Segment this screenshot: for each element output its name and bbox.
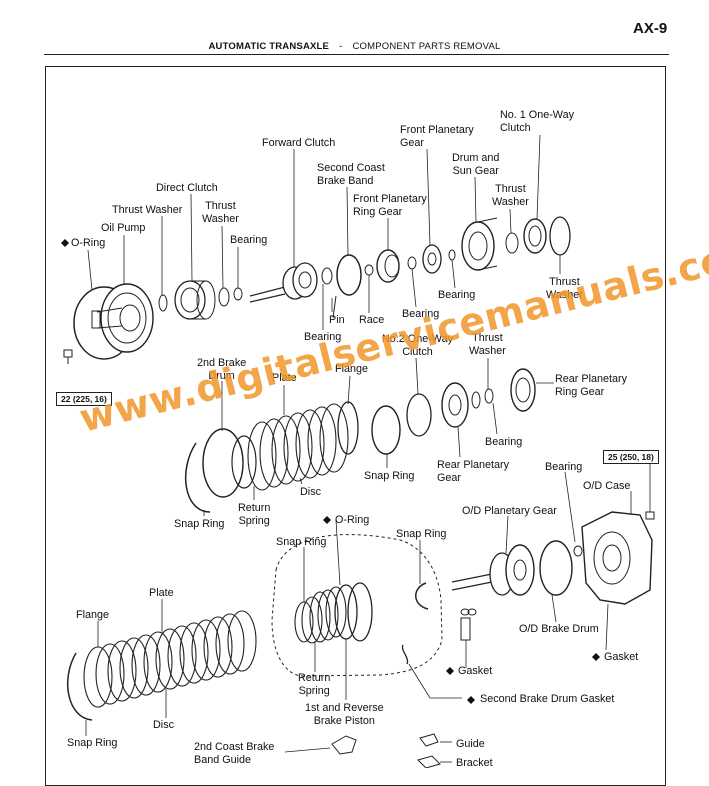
label-bearing-6: Bearing (545, 461, 583, 473)
label-thrust-washer-4: Thrust Washer (546, 276, 583, 301)
label-bearing-4: Bearing (438, 289, 476, 301)
label-snap-ring-1: Snap Ring (364, 470, 415, 482)
label-od-brake-drum: O/D Brake Drum (519, 623, 599, 635)
torque-spec-25: 25 (250, 18) (603, 450, 659, 464)
label-second-coast-brake-band: Second Coast Brake Band (317, 162, 385, 187)
label-plate-1: Plate (272, 372, 297, 384)
label-rear-planetary-gear: Rear Planetary Gear (437, 459, 510, 484)
page-header: AUTOMATIC TRANSAXLE-COMPONENT PARTS REMO… (0, 41, 709, 52)
label-snap-ring-2: Snap Ring (174, 518, 225, 530)
section-title: AUTOMATIC TRANSAXLE (208, 41, 330, 52)
label-snap-ring-4: Snap Ring (396, 528, 447, 540)
label-o-ring-mid: O-Ring (335, 514, 370, 526)
forward-clutch-part (249, 262, 318, 303)
label-no2-one-way-clutch: No.2 One-Way Clutch (382, 333, 454, 358)
label-o-ring-top: O-Ring (71, 237, 106, 249)
oil-pump-part (91, 283, 154, 353)
label-front-planetary-gear: Front Planetary Gear (400, 124, 474, 149)
label-second-coast-band-guide: 2nd Coast Brake Band Guide (194, 741, 275, 766)
label-second-brake-drum-gasket: Second Brake Drum Gasket (480, 693, 615, 705)
od-planetary-gear-part (451, 544, 535, 596)
label-rear-planetary-ring-gear: Rear Planetary Ring Gear (555, 373, 628, 398)
label-flange-1: Flange (335, 363, 369, 375)
label-return-spring-1: Return Spring (238, 502, 271, 527)
label-no1-one-way-clutch: No. 1 One-Way Clutch (500, 109, 575, 134)
brake-pack-center (294, 582, 373, 644)
label-bracket: Bracket (456, 757, 493, 769)
label-bearing-1: Bearing (230, 234, 268, 246)
label-guide: Guide (456, 738, 485, 750)
brake-pack-upper (247, 403, 349, 491)
label-pin: Pin (329, 314, 345, 326)
brake-pack-lower (83, 610, 257, 708)
label-direct-clutch: Direct Clutch (156, 182, 218, 194)
label-bearing-3: Bearing (402, 308, 440, 320)
torque-spec-22: 22 (225, 16) (56, 392, 112, 406)
label-thrust-washer-3: Thrust Washer (492, 183, 529, 208)
label-thrust-washer-5: Thrust Washer (469, 332, 506, 357)
label-gasket-1: Gasket (458, 665, 493, 677)
label-od-planetary-gear: O/D Planetary Gear (462, 505, 557, 517)
label-snap-ring-5: Snap Ring (67, 737, 118, 749)
label-gasket-2: Gasket (604, 651, 639, 663)
direct-clutch-part (174, 280, 216, 320)
label-plate-2: Plate (149, 587, 174, 599)
label-first-reverse-brake-piston: 1st and Reverse Brake Piston (305, 702, 384, 727)
label-race: Race (359, 314, 385, 326)
label-disc-2: Disc (153, 719, 174, 731)
label-oil-pump: Oil Pump (101, 222, 146, 234)
header-separator: - (339, 41, 343, 52)
label-thrust-washer-1: Thrust Washer (112, 204, 183, 216)
label-flange-2: Flange (76, 609, 110, 621)
label-bearing-5: Bearing (485, 436, 523, 448)
label-disc-1: Disc (300, 486, 321, 498)
label-return-spring-2: Return Spring (298, 672, 331, 697)
label-bearing-2: Bearing (304, 331, 342, 343)
label-forward-clutch: Forward Clutch (262, 137, 336, 149)
label-snap-ring-3: Snap Ring (276, 536, 327, 548)
label-od-case: O/D Case (583, 480, 631, 492)
section-subtitle: COMPONENT PARTS REMOVAL (352, 41, 501, 52)
od-case-part (581, 511, 653, 605)
label-thrust-washer-2: Thrust Washer (202, 200, 239, 225)
label-front-planetary-ring-gear: Front Planetary Ring Gear (353, 193, 427, 218)
exploded-parts-drawing (61, 134, 655, 768)
label-second-brake-drum: 2nd Brake Drum (197, 357, 247, 382)
label-drum-and-sun-gear: Drum and Sun Gear (452, 152, 500, 177)
header-rule (44, 54, 669, 55)
page-number: AX-9 (633, 20, 668, 37)
